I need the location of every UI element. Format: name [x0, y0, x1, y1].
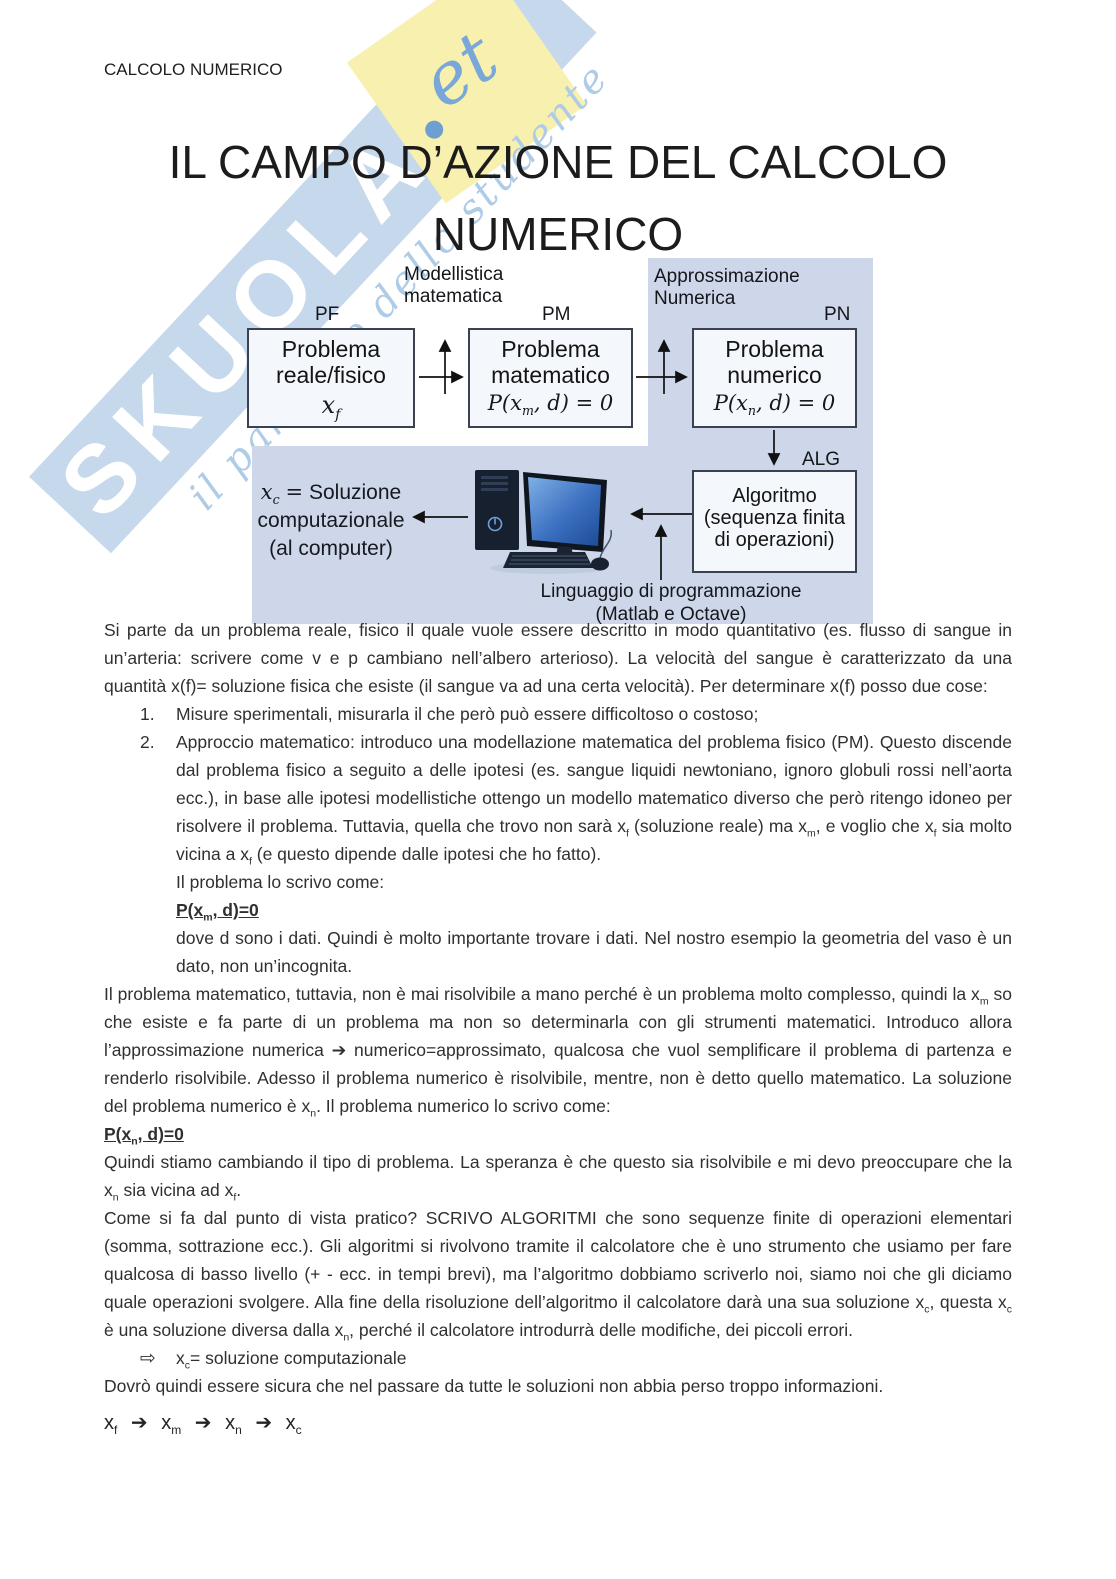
flow-diagram: PF PM PN ALG Modellistica matematica App…	[240, 258, 874, 625]
annotation-soluzione-computazionale: xc = Soluzione computazionale (al comput…	[257, 480, 405, 560]
math-pm: P(xm, d) = 0	[487, 391, 614, 419]
paragraph-problema-matematico: Il problema matematico, tuttavia, non è …	[104, 984, 1012, 1120]
title-line-1: IL CAMPO D’AZIONE DEL CALCOLO	[168, 136, 948, 188]
list-item-2-text: Approccio matematico: introduco una mode…	[176, 732, 1013, 868]
page-title: IL CAMPO D’AZIONE DEL CALCOLO NUMERICO	[0, 126, 1116, 270]
annotation-linguaggio: Linguaggio di programmazione (Matlab e O…	[540, 581, 802, 625]
paragraph-conclusione: Dovrò quindi essere sicura che nel passa…	[104, 1376, 884, 1396]
list-item-1-number: 1.	[140, 704, 155, 724]
watermark-tag-text: et	[405, 14, 513, 125]
computer-keyboard	[503, 552, 593, 568]
solution-chain: xf ➔ xm ➔ xn ➔ xc	[104, 1412, 302, 1437]
computer-monitor	[523, 472, 607, 567]
paragraph-cambio-problema: Quindi stiamo cambiando il tipo di probl…	[104, 1152, 1012, 1204]
label-pn: PN	[824, 304, 851, 325]
paragraph-intro: Si parte da un problema reale, fisico il…	[104, 620, 1012, 696]
annotation-approssimazione: Approssimazione Numerica	[654, 266, 800, 309]
formula-pxn: P(xn, d)=0	[104, 1124, 184, 1148]
label-pm: PM	[542, 304, 571, 325]
list-item-2-number: 2.	[140, 732, 155, 752]
paragraph-algoritmi: Come si fa dal punto di vista pratico? S…	[104, 1208, 1012, 1344]
list-item-2-line: Il problema lo scrivo come:	[176, 872, 385, 892]
label-pf: PF	[315, 304, 340, 325]
title-line-2: NUMERICO	[432, 208, 684, 260]
bullet-text: xc= soluzione computazionale	[176, 1348, 407, 1372]
annotation-modellistica: Modellistica matematica	[404, 264, 504, 307]
list-item-2: 2. Approccio matematico: introduco una m…	[104, 728, 1012, 980]
math-xc: xc	[260, 480, 280, 508]
body-text: Si parte da un problema reale, fisico il…	[104, 616, 1012, 1437]
watermark-band-tip	[473, 0, 597, 77]
box-algoritmo: Algoritmo (sequenza finita di operazioni…	[692, 470, 857, 573]
bullet-soluzione-computazionale: ⇨ xc= soluzione computazionale	[104, 1344, 1012, 1372]
computer-tower	[475, 470, 519, 550]
label-alg: ALG	[802, 449, 841, 470]
course-header: CALCOLO NUMERICO	[104, 60, 283, 79]
list-item-1: 1. Misure sperimentali, misurarla il che…	[104, 700, 1012, 728]
math-pn: P(xn, d) = 0	[713, 391, 836, 419]
list-item-1-text: Misure sperimentali, misurarla il che pe…	[176, 704, 759, 724]
white-arrow-icon: ⇨	[140, 1347, 156, 1369]
computer-illustration	[475, 470, 612, 574]
list-item-2-continuation: dove d sono i dati. Quindi è molto impor…	[176, 928, 1012, 976]
computer-mouse	[591, 529, 612, 571]
math-xf: xf	[321, 391, 341, 423]
formula-pxm: P(xm, d)=0	[176, 900, 259, 924]
